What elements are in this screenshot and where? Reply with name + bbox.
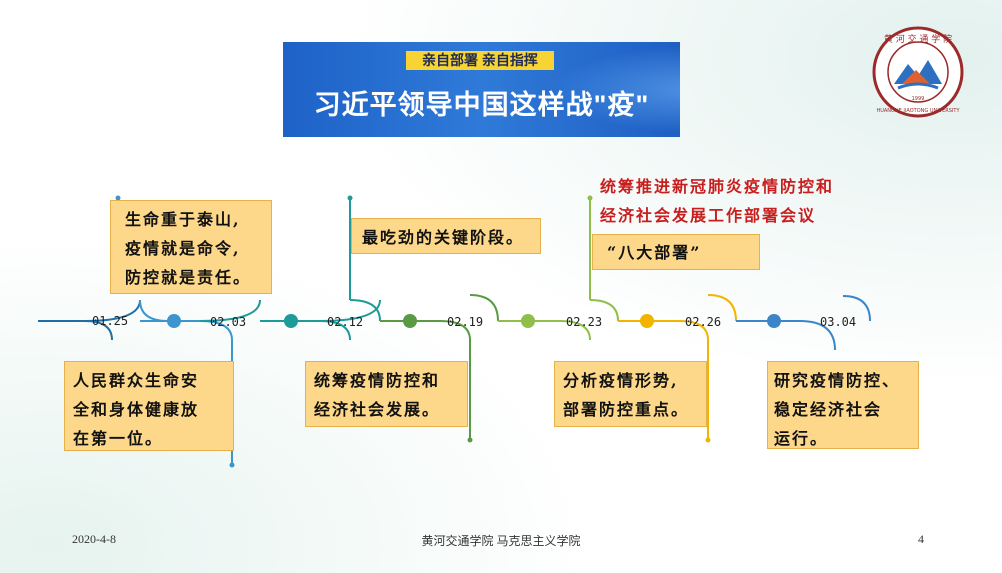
timeline-end-dot bbox=[347, 195, 353, 201]
timeline-end-dot bbox=[467, 437, 473, 443]
svg-text:HUANGHE JIAOTONG UNIVERSITY: HUANGHE JIAOTONG UNIVERSITY bbox=[876, 108, 960, 114]
timeline-node-6 bbox=[767, 314, 781, 328]
note-line: 人民群众生命安 bbox=[73, 371, 200, 390]
meeting-heading-line: 经济社会发展工作部署会议 bbox=[600, 206, 817, 225]
meeting-heading-line: 统筹推进新冠肺炎疫情防控和 bbox=[600, 177, 835, 196]
banner-subtitle: 亲自部署 亲自指挥 bbox=[406, 51, 554, 70]
note-box-top-1: 生命重于泰山, 疫情就是命令, 防控就是责任。 bbox=[110, 200, 272, 294]
note-line: 最吃劲的关键阶段。 bbox=[362, 228, 525, 247]
meeting-heading: 统筹推进新冠肺炎疫情防控和 经济社会发展工作部署会议 bbox=[600, 172, 834, 230]
timeline-end-dot bbox=[115, 195, 121, 201]
timeline-node-5 bbox=[640, 314, 654, 328]
svg-text:1999: 1999 bbox=[912, 96, 925, 102]
timeline-node-1 bbox=[167, 314, 181, 328]
timeline-node-3 bbox=[403, 314, 417, 328]
banner-title: 习近平领导中国这样战"疫" bbox=[313, 90, 650, 120]
note-line: “八大部署” bbox=[607, 243, 702, 262]
note-box-bottom-2: 统筹疫情防控和 经济社会发展。 bbox=[305, 361, 468, 427]
note-line: 防控就是责任。 bbox=[125, 268, 252, 287]
title-banner: 亲自部署 亲自指挥 习近平领导中国这样战"疫" bbox=[283, 42, 680, 137]
note-line: 在第一位。 bbox=[73, 429, 164, 448]
note-line: 研究疫情防控、 bbox=[774, 371, 901, 390]
page-number: 4 bbox=[918, 532, 924, 546]
note-box-bottom-3: 分析疫情形势, 部署防控重点。 bbox=[554, 361, 707, 427]
note-line: 疫情就是命令, bbox=[125, 239, 241, 258]
note-line: 运行。 bbox=[774, 429, 829, 448]
timeline-date: 02.23 bbox=[566, 315, 603, 329]
timeline-date: 02.26 bbox=[685, 315, 722, 329]
note-box-top-3: “八大部署” bbox=[592, 234, 760, 270]
footer-date: 2020-4-8 bbox=[72, 532, 116, 546]
note-line: 生命重于泰山, bbox=[125, 210, 241, 229]
timeline-date: 03.04 bbox=[820, 315, 857, 329]
note-line: 分析疫情形势, bbox=[563, 371, 679, 390]
note-line: 全和身体健康放 bbox=[73, 400, 200, 419]
banner-wave-decoration bbox=[540, 42, 680, 137]
note-box-bottom-4: 研究疫情防控、 稳定经济社会 运行。 bbox=[767, 361, 919, 449]
timeline-node-2 bbox=[284, 314, 298, 328]
note-line: 部署防控重点。 bbox=[563, 400, 690, 419]
timeline-date: 02.19 bbox=[447, 315, 484, 329]
timeline-date: 02.12 bbox=[327, 315, 364, 329]
timeline-date: 01.25 bbox=[92, 314, 129, 328]
timeline-end-dot bbox=[229, 462, 235, 468]
timeline-date: 02.03 bbox=[210, 315, 247, 329]
timeline-end-dot bbox=[705, 437, 711, 443]
university-logo: 黄 河 交 通 学 院 1999 HUANGHE JIAOTONG UNIVER… bbox=[872, 26, 964, 118]
note-line: 稳定经济社会 bbox=[774, 400, 883, 419]
note-box-top-2: 最吃劲的关键阶段。 bbox=[351, 218, 541, 254]
note-line: 统筹疫情防控和 bbox=[314, 371, 441, 390]
footer-organization: 黄河交通学院 马克思主义学院 bbox=[421, 534, 581, 548]
timeline-end-dot bbox=[587, 195, 593, 201]
note-box-bottom-1: 人民群众生命安 全和身体健康放 在第一位。 bbox=[64, 361, 234, 451]
note-line: 经济社会发展。 bbox=[314, 400, 441, 419]
svg-text:黄 河 交 通 学 院: 黄 河 交 通 学 院 bbox=[884, 33, 952, 45]
timeline-node-4 bbox=[521, 314, 535, 328]
